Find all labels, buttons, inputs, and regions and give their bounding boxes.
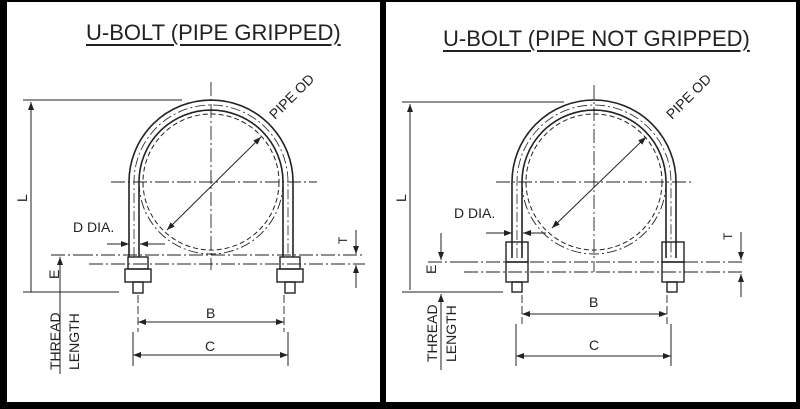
t-label: T [721, 232, 735, 240]
t-label: T [336, 236, 350, 244]
length-label: LENGTH [66, 313, 82, 370]
panel-pipe-not-gripped: U-BOLT (PIPE NOT GRIPPED) [386, 2, 796, 402]
l-label: L [14, 194, 30, 202]
b-label: B [589, 294, 598, 310]
pipe-od-label: PIPE OD [266, 71, 317, 122]
d-dia-label: D DIA. [454, 205, 495, 221]
l-label: L [393, 194, 409, 202]
c-label: C [589, 337, 599, 353]
u-bolt-not-gripped-drawing: PIPE OD D DIA. L E T B C THREAD LENGTH [393, 71, 744, 370]
c-label: C [205, 338, 215, 354]
e-label: E [46, 270, 62, 279]
thread-label: THREAD [424, 304, 440, 362]
panel-pipe-gripped: U-BOLT (PIPE GRIPPED) [7, 2, 380, 402]
pipe-od-label: PIPE OD [663, 71, 714, 122]
b-label: B [206, 305, 215, 321]
length-label: LENGTH [443, 305, 459, 362]
u-bolt-gripped-drawing: PIPE OD D DIA. L E T B C THREAD LENGTH [14, 71, 365, 374]
d-dia-label: D DIA. [73, 219, 114, 235]
thread-label: THREAD [47, 312, 63, 370]
diagram-title: U-BOLT (PIPE GRIPPED) [86, 20, 341, 45]
e-label: E [423, 265, 439, 274]
diagram-title: U-BOLT (PIPE NOT GRIPPED) [443, 26, 750, 51]
